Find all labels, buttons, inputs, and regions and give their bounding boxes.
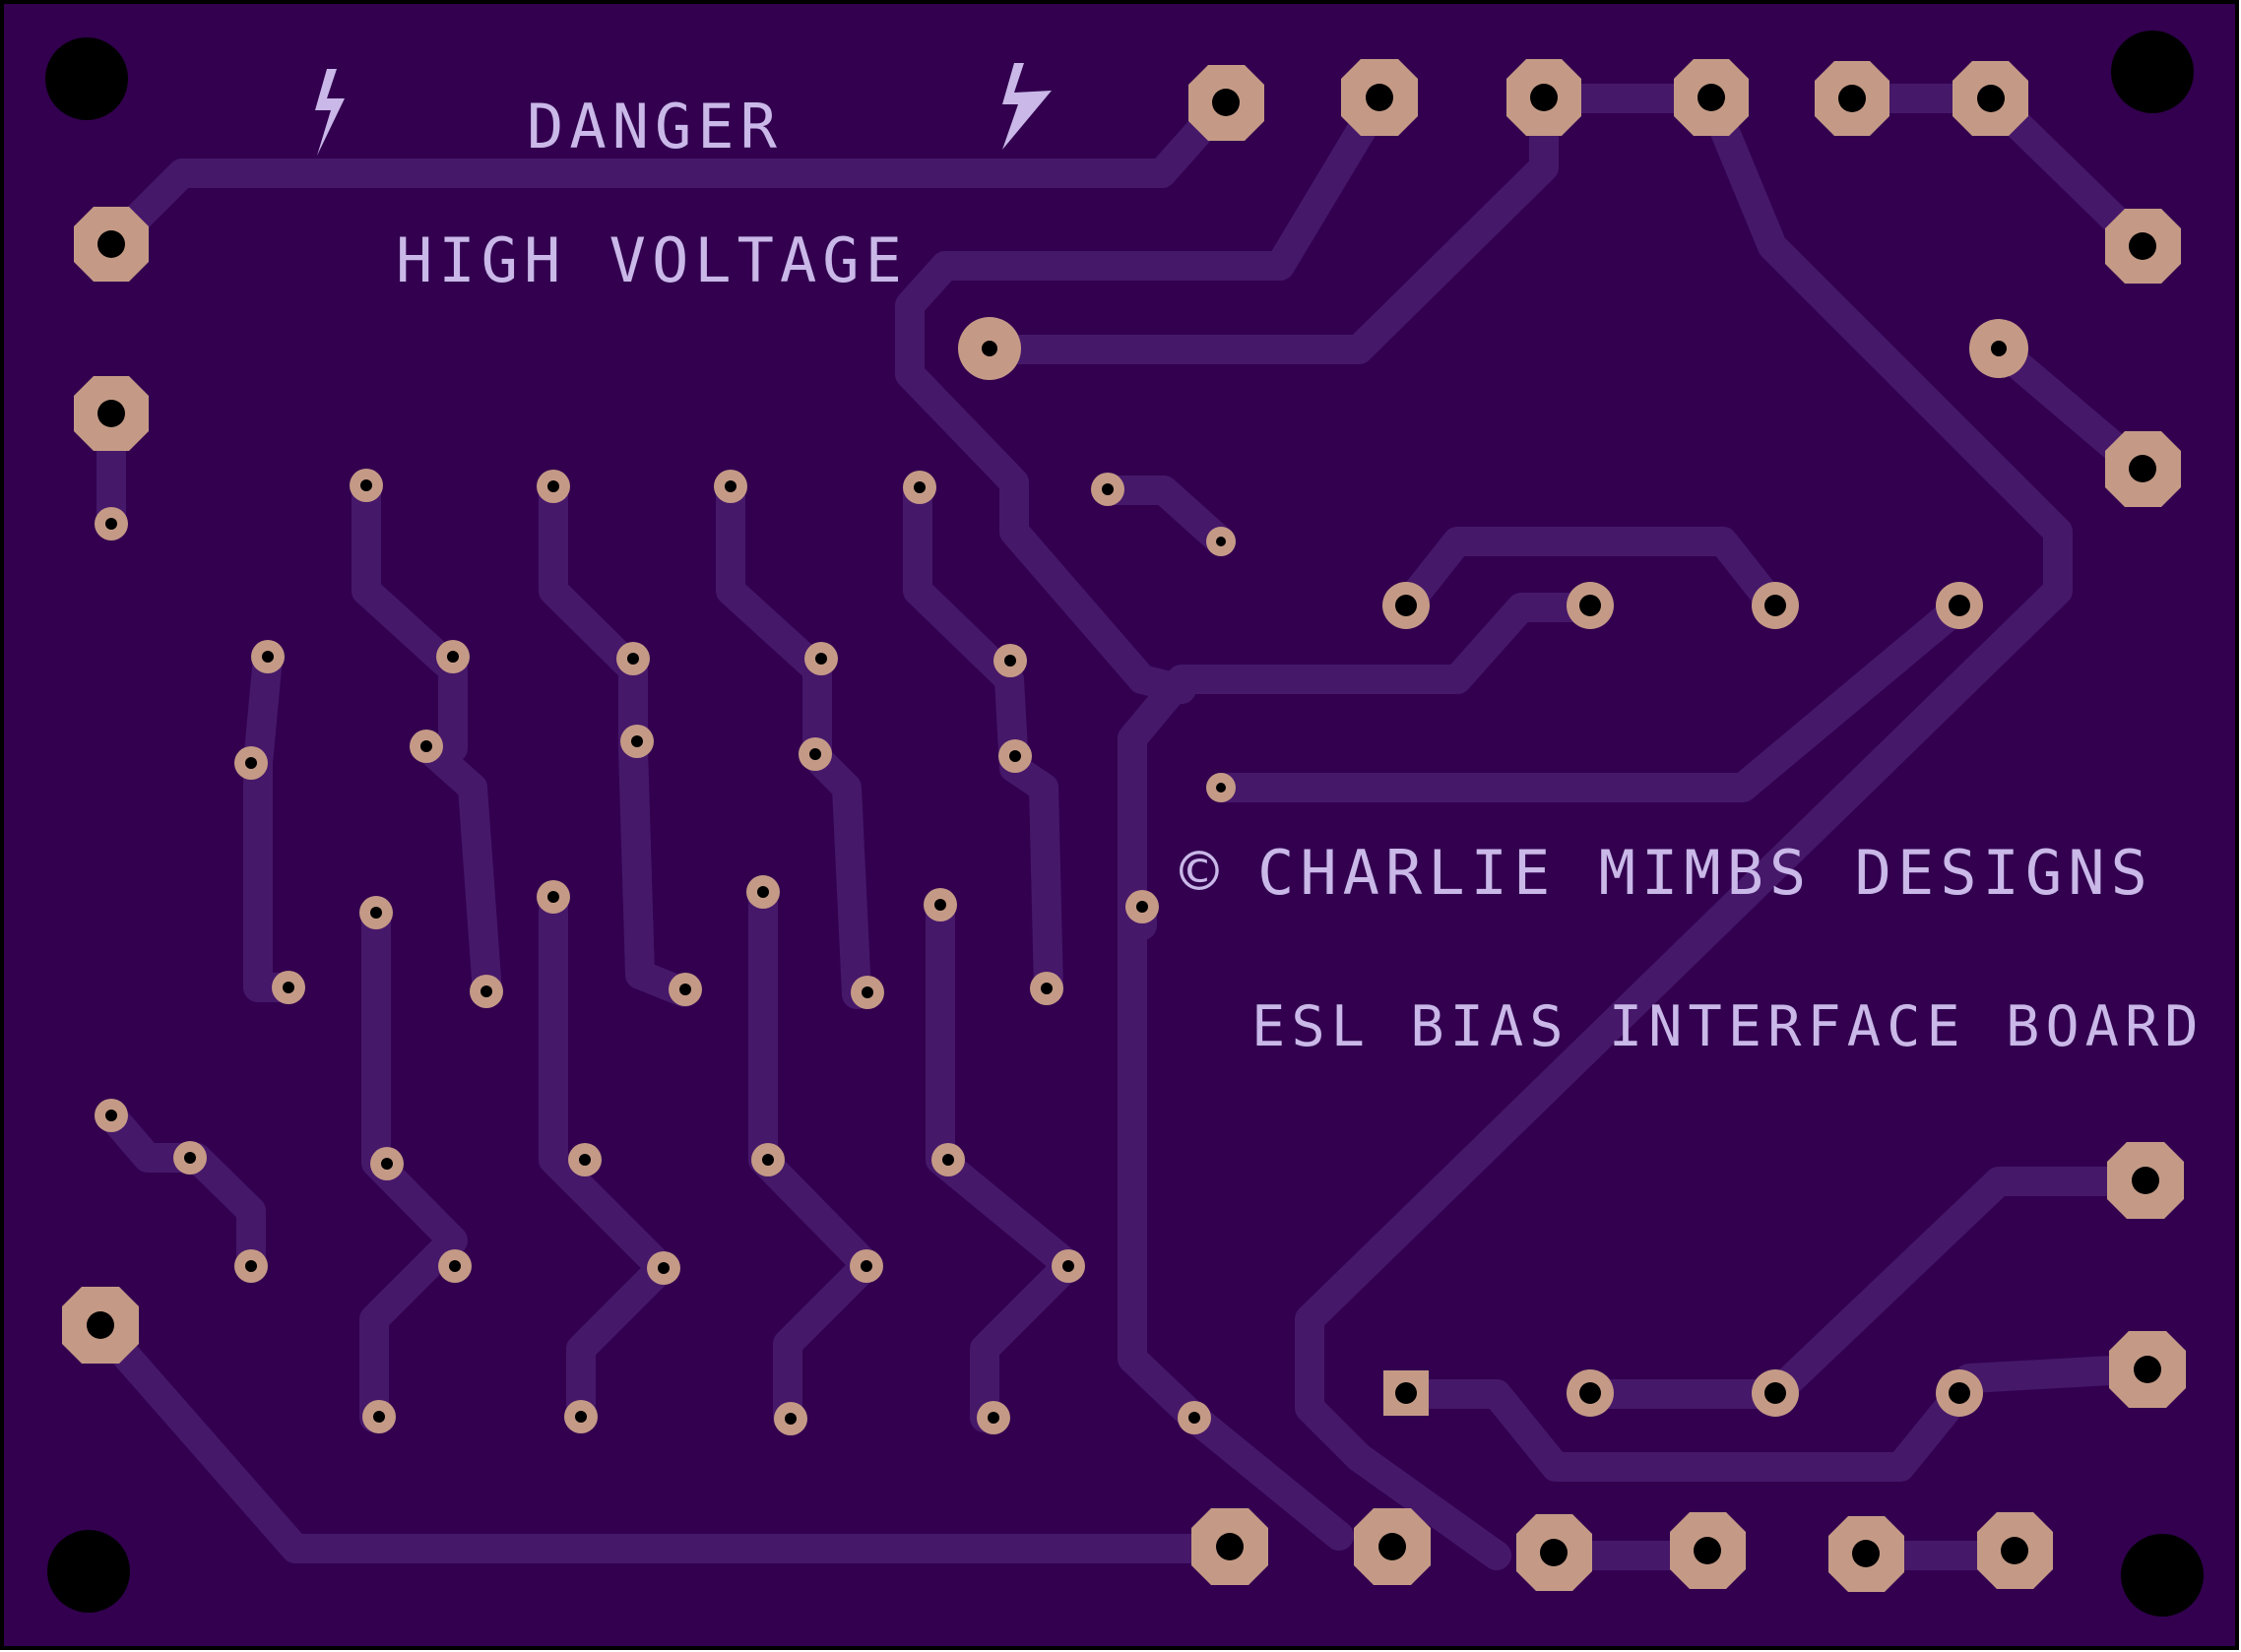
mounting-holes: [45, 31, 2204, 1617]
lightning-bolt-icon: [315, 69, 345, 156]
copper-traces: [84, 84, 2161, 1570]
designer-label: CHARLIE MIMBS DESIGNS: [1257, 837, 2153, 909]
board-name-label: ESL BIAS INTERFACE BOARD: [1251, 994, 2205, 1059]
round-pad-holes: [982, 341, 2007, 1404]
octagon-pad-holes: [87, 84, 2161, 1567]
danger-label: DANGER: [527, 91, 783, 162]
lightning-bolt-icon: [1002, 63, 1052, 150]
high-voltage-label: HIGH VOLTAGE: [396, 224, 908, 296]
copyright-symbol: ©: [1180, 834, 1225, 910]
small-via-holes: [105, 479, 1226, 1425]
